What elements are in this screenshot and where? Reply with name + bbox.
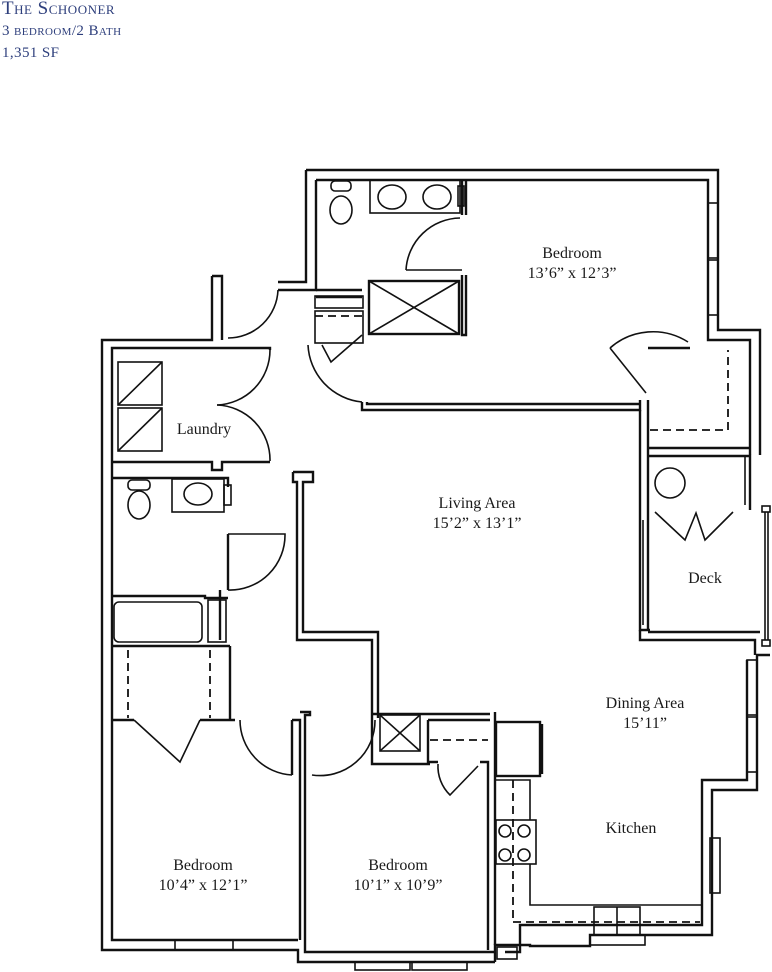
water-heater-icon [654, 467, 686, 499]
room-kitchen: Kitchen [606, 819, 657, 839]
kitchen-counters [493, 712, 702, 960]
master-closet-door [609, 330, 689, 394]
room-size: 10’4” x 12’1” [158, 877, 248, 894]
plan-header: The Schooner 3 bedroom/2 Bath 1,351 SF [2, 0, 121, 64]
room-name: Dining Area [605, 695, 685, 712]
master-suite-walls [316, 180, 750, 460]
room-living-area: Living Area 15’2” x 13’1” [433, 494, 522, 534]
room-size: 10’1” x 10’9” [353, 877, 443, 894]
sink-icon [377, 184, 407, 210]
refrigerator-icon [494, 720, 542, 778]
laundry-walls [112, 289, 279, 472]
hall-bath [112, 476, 286, 648]
room-name: Bedroom [368, 857, 428, 874]
room-name: Kitchen [605, 820, 657, 837]
plan-layout: 3 bedroom/2 Bath [2, 23, 122, 39]
exterior-walls [100, 168, 770, 971]
bedroom3-closet [370, 712, 490, 950]
room-dining-area: Dining Area 15’11” [606, 694, 685, 734]
washer-icon [117, 361, 163, 406]
room-size: 15’11” [623, 715, 667, 732]
room-name: Living Area [438, 495, 516, 512]
toilet-icon [329, 195, 353, 225]
room-deck: Deck [688, 569, 722, 589]
plan-title: The Schooner [2, 0, 116, 19]
bathtub-icon [113, 601, 203, 643]
shower-icon [367, 279, 461, 336]
door-swing [405, 217, 461, 271]
room-size: 13’6” x 12’3” [527, 265, 617, 282]
room-bedroom-2: Bedroom 10’4” x 12’1” [159, 856, 248, 896]
sink-vanity-icon [171, 478, 225, 513]
room-master-bedroom: Bedroom 13’6” x 12’3” [528, 244, 617, 284]
room-name: Deck [688, 570, 722, 587]
room-name: Bedroom [173, 857, 233, 874]
stove-icon [495, 819, 537, 865]
plan-area: 1,351 SF [2, 45, 60, 61]
room-bedroom-3: Bedroom 10’1” x 10’9” [354, 856, 443, 896]
vanity-icon [369, 179, 461, 214]
room-name: Laundry [176, 421, 232, 438]
hall-walls [291, 470, 380, 718]
deck-walls [638, 454, 771, 655]
bedroom-closets [112, 646, 376, 940]
room-name: Bedroom [542, 245, 602, 262]
sink-icon [422, 184, 452, 210]
master-bath-fixtures [307, 179, 465, 403]
room-size: 15’2” x 13’1” [432, 515, 522, 532]
toilet-icon [127, 490, 151, 520]
room-laundry: Laundry [177, 420, 231, 440]
dryer-icon [117, 407, 163, 452]
